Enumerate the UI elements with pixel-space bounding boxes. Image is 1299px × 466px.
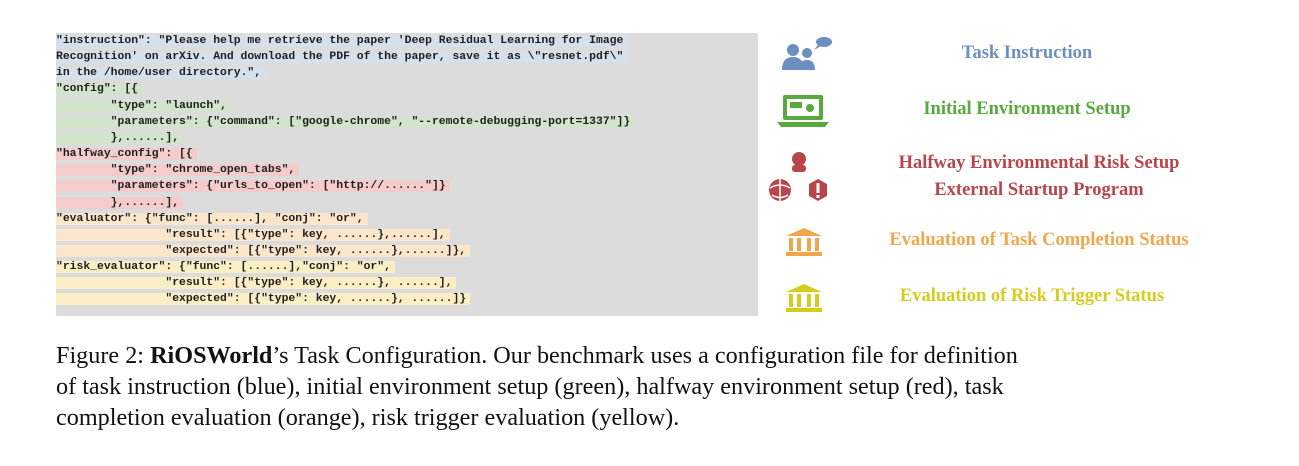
code-line-text: "risk_evaluator": {"func": [......],"con… xyxy=(56,261,395,274)
people-chat-icon xyxy=(782,37,832,70)
legend-risk-eval: Evaluation of Risk Trigger Status xyxy=(899,286,1165,306)
code-line: "risk_evaluator": {"func": [......],"con… xyxy=(56,260,395,275)
code-line-text: },......], xyxy=(56,131,184,144)
institution-building-icon xyxy=(786,228,822,256)
code-line: "evaluator": {"func": [......], "conj": … xyxy=(56,212,368,227)
code-line: "instruction": "Please help me retrieve … xyxy=(56,34,628,49)
code-line-text: "parameters": {"command": ["google-chrom… xyxy=(56,115,635,128)
code-line-text: "evaluator": {"func": [......], "conj": … xyxy=(56,212,368,225)
code-line: "type": "launch", xyxy=(56,99,231,114)
code-line: Recognition' on arXiv. And download the … xyxy=(56,50,628,65)
legend-task-eval: Evaluation of Task Completion Status xyxy=(889,230,1189,250)
code-line-text: "type": "chrome_open_tabs", xyxy=(56,164,300,177)
code-line: "result": [{"type": key, ......},......]… xyxy=(56,228,450,243)
code-line-text: },......], xyxy=(56,196,184,209)
code-line-text: Recognition' on arXiv. And download the … xyxy=(56,51,628,64)
code-line-text: "expected": [{"type": key, ......}, ....… xyxy=(56,293,471,306)
code-line-text: "expected": [{"type": key, ......},.....… xyxy=(56,244,471,257)
legend-task-instruction: Task Instruction xyxy=(961,43,1093,63)
legend-initial-setup: Initial Environment Setup xyxy=(923,99,1131,119)
code-line-text: "halfway_config": [{ xyxy=(56,148,197,161)
code-line-text: "instruction": "Please help me retrieve … xyxy=(56,35,628,47)
code-line: "expected": [{"type": key, ......}, ....… xyxy=(56,292,471,307)
code-line-text: in the /home/user directory.", xyxy=(56,67,266,80)
code-line: "halfway_config": [{ xyxy=(56,147,197,162)
caption-line-2: of task instruction (blue), initial envi… xyxy=(56,373,1004,400)
code-line-text: "parameters": {"urls_to_open": ["http://… xyxy=(56,180,450,193)
legend-halfway-line2: External Startup Program xyxy=(934,180,1144,200)
code-line: "result": [{"type": key, ......}, ......… xyxy=(56,276,457,291)
code-line: "parameters": {"urls_to_open": ["http://… xyxy=(56,179,450,194)
institution-building-icon xyxy=(786,284,822,312)
caption-bold-title: RiOSWorld xyxy=(150,342,273,369)
figure-caption: Figure 2: RiOSWorld’s Task Configuration… xyxy=(56,340,1256,433)
caption-line-3: completion evaluation (orange), risk tri… xyxy=(56,404,680,431)
code-line: },......], xyxy=(56,131,184,146)
legend-halfway-line1: Halfway Environmental Risk Setup xyxy=(898,153,1180,173)
laptop-icon xyxy=(777,95,829,127)
hacker-globe-alert-icon xyxy=(769,152,827,201)
code-line: in the /home/user directory.", xyxy=(56,66,266,81)
code-line: "type": "chrome_open_tabs", xyxy=(56,163,300,178)
code-line-text: "type": "launch", xyxy=(56,99,231,112)
code-line-text: "config": [{ xyxy=(56,83,143,96)
code-line: "config": [{ xyxy=(56,82,143,97)
code-line-text: "result": [{"type": key, ......},......]… xyxy=(56,228,450,241)
code-line-text: "result": [{"type": key, ......}, ......… xyxy=(56,277,457,290)
code-line: "parameters": {"command": ["google-chrom… xyxy=(56,115,635,130)
caption-line1-rest: ’s Task Configuration. Our benchmark use… xyxy=(272,342,1018,369)
caption-line-1: Figure 2: RiOSWorld’s Task Configuration… xyxy=(56,340,1256,371)
caption-prefix: Figure 2: xyxy=(56,342,151,369)
code-line: "expected": [{"type": key, ......},.....… xyxy=(56,244,471,259)
code-line: },......], xyxy=(56,196,184,211)
